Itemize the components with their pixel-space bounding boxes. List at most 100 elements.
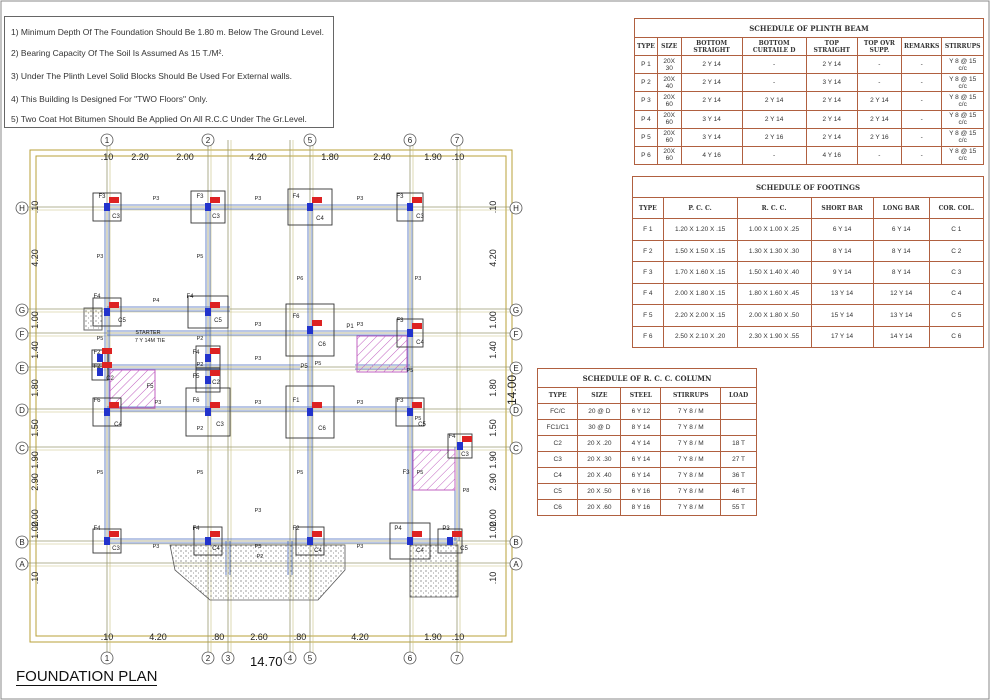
column-cell: 55 T — [720, 499, 757, 516]
column-mark — [205, 203, 211, 211]
beam-tag: P5 — [417, 470, 424, 476]
grid-bubble — [283, 651, 297, 665]
plinth-beam-cell: - — [900, 109, 943, 129]
column-cell: FC/C — [536, 403, 579, 420]
footing-outline — [195, 345, 221, 371]
grid-letter: D — [19, 406, 25, 415]
dimension-left: 1.90 — [30, 451, 40, 469]
plinth-beam-header: BOTTOM STRAIGHT — [680, 36, 743, 57]
grid-letter: G — [513, 306, 519, 315]
dimension-left: 2.90 — [30, 473, 40, 491]
dimension-left: .10 — [30, 201, 40, 214]
column-mark — [407, 537, 413, 545]
column-tag — [412, 531, 422, 537]
footings — [83, 188, 473, 601]
footing-tag: F6 — [192, 398, 200, 404]
grid-number: 1 — [105, 136, 110, 145]
column-type-tag: C4 — [114, 422, 122, 428]
footing-tag: F1 — [292, 398, 300, 404]
dimension-left: 1.00 — [30, 311, 40, 329]
dimension-right: 1.00 — [488, 311, 498, 329]
column-type-tag: C3 — [212, 214, 220, 220]
column-mark — [457, 442, 463, 450]
column-cell: C2 — [536, 435, 579, 452]
column-type-tag: C3 — [112, 214, 120, 220]
column-cell: 6 Y 14 — [620, 467, 662, 484]
note-3: 3) Under The Plinth Level Solid Blocks S… — [11, 71, 292, 81]
column-cell: C3 — [536, 451, 579, 468]
plan-title: FOUNDATION PLAN — [16, 668, 158, 686]
grid-bubble — [509, 557, 523, 571]
column-cell: C6 — [536, 499, 579, 516]
footing-cell: F 2 — [632, 239, 664, 263]
footing-cell: 1.00 X 1.00 X .25 — [736, 218, 812, 241]
column-tag — [312, 531, 322, 537]
plinth-beam-cell: 2 Y 14 — [680, 91, 743, 111]
grid-bubble — [303, 133, 317, 147]
grid-letter: C — [19, 444, 25, 453]
grid-bubble — [509, 441, 523, 455]
column-mark — [205, 376, 211, 384]
hatched-area — [109, 369, 156, 409]
footing-outline — [187, 295, 229, 329]
plinth-beam-cell: Y 8 @ 15 c/c — [941, 91, 984, 111]
dimension-right: 2.90 — [488, 473, 498, 491]
beam-tag: P5 — [97, 336, 104, 342]
column-tag — [109, 302, 119, 308]
column-tag — [210, 348, 220, 354]
grid-number: 1 — [105, 654, 110, 663]
grid-bubble — [15, 201, 29, 215]
grid-bubble — [509, 327, 523, 341]
column-type-tag: C4 — [314, 548, 322, 554]
dimension-top: 2.40 — [373, 152, 391, 162]
plinth-beam-cell: - — [741, 55, 807, 75]
grid-letter: F — [20, 330, 25, 339]
plinth-beam-cell: 2 Y 14 — [741, 91, 807, 111]
grid-bubble — [201, 133, 215, 147]
footing-header: P. C. C. — [662, 196, 738, 220]
footing-cell: C 6 — [928, 325, 985, 349]
footing-tag: F3 — [396, 398, 404, 404]
column-cell: 20 X .20 — [577, 435, 622, 452]
column-type-tag: C5 — [118, 318, 126, 324]
footing-outline — [395, 397, 425, 427]
dimension-left: .10 — [30, 572, 40, 585]
stair-label: STARTER — [135, 330, 160, 336]
grid-letter: B — [19, 538, 24, 547]
grid-bubble — [303, 651, 317, 665]
beam-tag: P2 — [257, 554, 264, 560]
plinth-beam-cell: - — [900, 145, 943, 166]
beam-tag: P5 — [315, 361, 322, 367]
footing-tag: F6 — [93, 398, 101, 404]
column-tag — [452, 531, 462, 537]
column-cell: 36 T — [720, 467, 757, 484]
footing-cell: 13 Y 14 — [810, 282, 874, 306]
grid-bubble — [15, 361, 29, 375]
column-tag — [462, 436, 472, 442]
dimension-left: 4.20 — [30, 249, 40, 267]
grid-number: 4 — [288, 654, 293, 663]
column-type-tag: C4 — [212, 546, 220, 552]
plinth-beam-cell: Y 8 @ 15 c/c — [941, 127, 984, 147]
grid-letter: E — [19, 364, 24, 373]
column-cell: C5 — [536, 483, 579, 500]
beam-tag: P6 — [297, 276, 304, 282]
beam-tag: P3 — [155, 400, 162, 406]
footing-cell: F 6 — [632, 325, 664, 349]
grid-bubble — [403, 651, 417, 665]
footing-tag: F2 — [292, 526, 300, 532]
grid-letter: H — [19, 204, 25, 213]
plinth-beam-cell: 4 Y 16 — [805, 145, 858, 166]
footing-cell: 1.50 X 1.40 X .40 — [736, 261, 812, 284]
grid-bubble — [509, 535, 523, 549]
entrance-steps — [169, 544, 346, 601]
footing-tag: F3 — [98, 194, 106, 200]
footing-cell: 9 Y 14 — [810, 261, 874, 284]
dimension-left: 1.40 — [30, 341, 40, 359]
plinth-beam-cell: - — [900, 55, 943, 75]
